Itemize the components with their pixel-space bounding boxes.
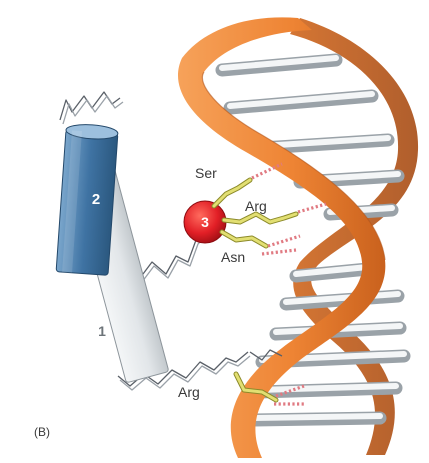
base-pair-highlight-11 [250, 416, 380, 418]
helix-3-label: 3 [201, 214, 209, 230]
panel-label: (B) [34, 425, 50, 439]
helix-2 [56, 123, 118, 275]
residue-label-arg-1: Arg [245, 198, 267, 214]
residue-label-ser: Ser [195, 165, 217, 181]
base-pair-highlight-10 [258, 386, 396, 390]
helix-1-label: 1 [98, 323, 106, 339]
residue-label-arg-2: Arg [178, 384, 200, 400]
residue-label-asn: Asn [221, 249, 245, 265]
helix-2-label: 2 [92, 191, 100, 208]
